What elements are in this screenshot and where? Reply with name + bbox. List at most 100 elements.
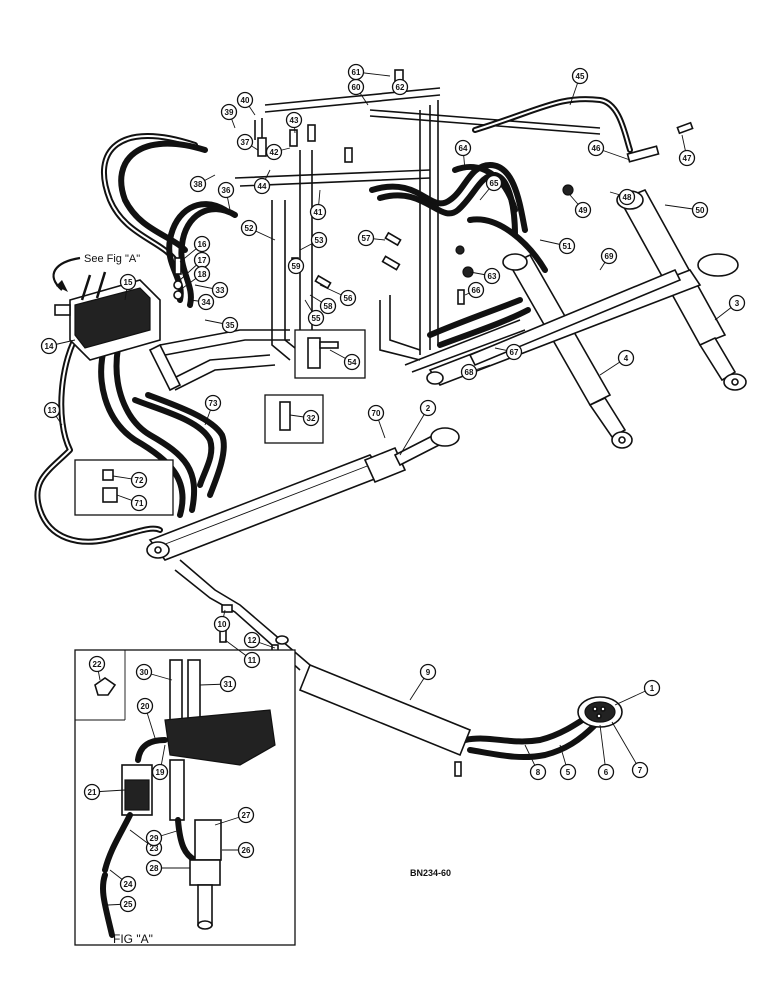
callout-circle-1: [643, 679, 661, 697]
callout-number-29: 29: [150, 834, 159, 843]
callout-circle-12: [243, 631, 261, 649]
callout-number-9: 9: [426, 668, 431, 677]
callout-number-5: 5: [566, 768, 571, 777]
callout-number-19: 19: [156, 768, 165, 777]
callout-circle-25: [119, 895, 137, 913]
callout-18: 18: [179, 265, 211, 291]
callout-55: 55: [304, 299, 325, 327]
callout-circle-43: [285, 111, 303, 129]
callout-66: 66: [464, 281, 485, 299]
callout-circle-15: [119, 273, 137, 291]
pipe-frame: [159, 87, 601, 391]
callout-number-57: 57: [362, 234, 371, 243]
callout-6: 6: [597, 724, 615, 781]
callout-26: 26: [222, 841, 255, 859]
callout-51: 51: [539, 237, 576, 255]
callout-number-59: 59: [292, 262, 301, 271]
callout-59: 59: [287, 257, 305, 275]
callout-circle-5: [559, 763, 577, 781]
callout-33: 33: [194, 281, 229, 299]
callout-number-58: 58: [324, 302, 333, 311]
callout-number-68: 68: [465, 368, 474, 377]
callout-number-23: 23: [150, 844, 159, 853]
inset-box-54: [294, 329, 366, 379]
callout-21: 21: [83, 783, 126, 801]
callout-57: 57: [357, 229, 386, 247]
callout-circle-55: [307, 309, 325, 327]
callout-circle-48: [618, 188, 636, 206]
callout-number-34: 34: [202, 298, 211, 307]
callout-circle-8: [529, 763, 547, 781]
callout-number-73: 73: [209, 399, 218, 408]
callout-number-14: 14: [45, 342, 54, 351]
callout-number-26: 26: [242, 846, 251, 855]
callout-number-48: 48: [623, 193, 632, 202]
callout-circle-66: [467, 281, 485, 299]
callout-number-28: 28: [150, 864, 159, 873]
callout-circle-13: [43, 401, 61, 419]
callout-70: 70: [367, 404, 386, 439]
callout-number-41: 41: [314, 208, 323, 217]
callout-19: 19: [151, 744, 169, 781]
callout-circle-7: [631, 761, 649, 779]
callout-circle-38: [189, 175, 207, 193]
callout-number-62: 62: [396, 83, 405, 92]
callout-leader-7: [611, 721, 641, 771]
callout-circle-6: [597, 763, 615, 781]
callout-25: 25: [107, 895, 137, 913]
callout-number-40: 40: [241, 96, 250, 105]
callout-number-2: 2: [426, 404, 431, 413]
callout-46: 46: [587, 139, 631, 161]
callout-number-54: 54: [348, 358, 357, 367]
callout-circle-34: [197, 293, 215, 311]
callout-2: 2: [399, 399, 437, 456]
callout-73: 73: [204, 394, 222, 426]
callout-circle-58: [319, 297, 337, 315]
callout-circle-19: [151, 763, 169, 781]
callout-16: 16: [179, 235, 211, 263]
callout-number-47: 47: [683, 154, 692, 163]
cylinder-lower: [146, 427, 460, 561]
callout-number-27: 27: [242, 811, 251, 820]
callout-44: 44: [253, 169, 271, 195]
callout-12: 12: [243, 631, 276, 649]
callout-number-61: 61: [352, 68, 361, 77]
callout-circle-53: [310, 231, 328, 249]
callout-number-63: 63: [488, 272, 497, 281]
callout-circle-61: [347, 63, 365, 81]
callout-60: 60: [347, 78, 369, 106]
callout-circle-37: [236, 133, 254, 151]
callout-circle-2: [419, 399, 437, 417]
callout-49: 49: [569, 194, 592, 219]
callout-number-64: 64: [459, 144, 468, 153]
callout-number-56: 56: [344, 294, 353, 303]
callout-circle-30: [135, 663, 153, 681]
callout-61: 61: [347, 63, 391, 81]
callout-47: 47: [678, 134, 696, 167]
callout-circle-21: [83, 783, 101, 801]
callout-circle-54: [343, 353, 361, 371]
callout-number-39: 39: [225, 108, 234, 117]
callout-circle-46: [587, 139, 605, 157]
callout-number-42: 42: [270, 148, 279, 157]
callout-number-22: 22: [93, 660, 102, 669]
callout-number-36: 36: [222, 186, 231, 195]
callout-circle-56: [339, 289, 357, 307]
callout-22: 22: [88, 655, 106, 681]
see-fig-a-note: See Fig "A": [52, 253, 140, 292]
callout-number-69: 69: [605, 252, 614, 261]
callout-number-35: 35: [226, 321, 235, 330]
callout-circle-73: [204, 394, 222, 412]
callout-28: 28: [145, 859, 190, 877]
callout-number-12: 12: [248, 636, 257, 645]
callout-circle-39: [220, 103, 238, 121]
callout-circle-29: [145, 829, 163, 847]
callout-65: 65: [479, 174, 503, 201]
callout-circle-45: [571, 67, 589, 85]
callout-circle-47: [678, 149, 696, 167]
callout-number-44: 44: [258, 182, 267, 191]
callout-number-4: 4: [624, 354, 629, 363]
callout-29: 29: [145, 829, 181, 847]
